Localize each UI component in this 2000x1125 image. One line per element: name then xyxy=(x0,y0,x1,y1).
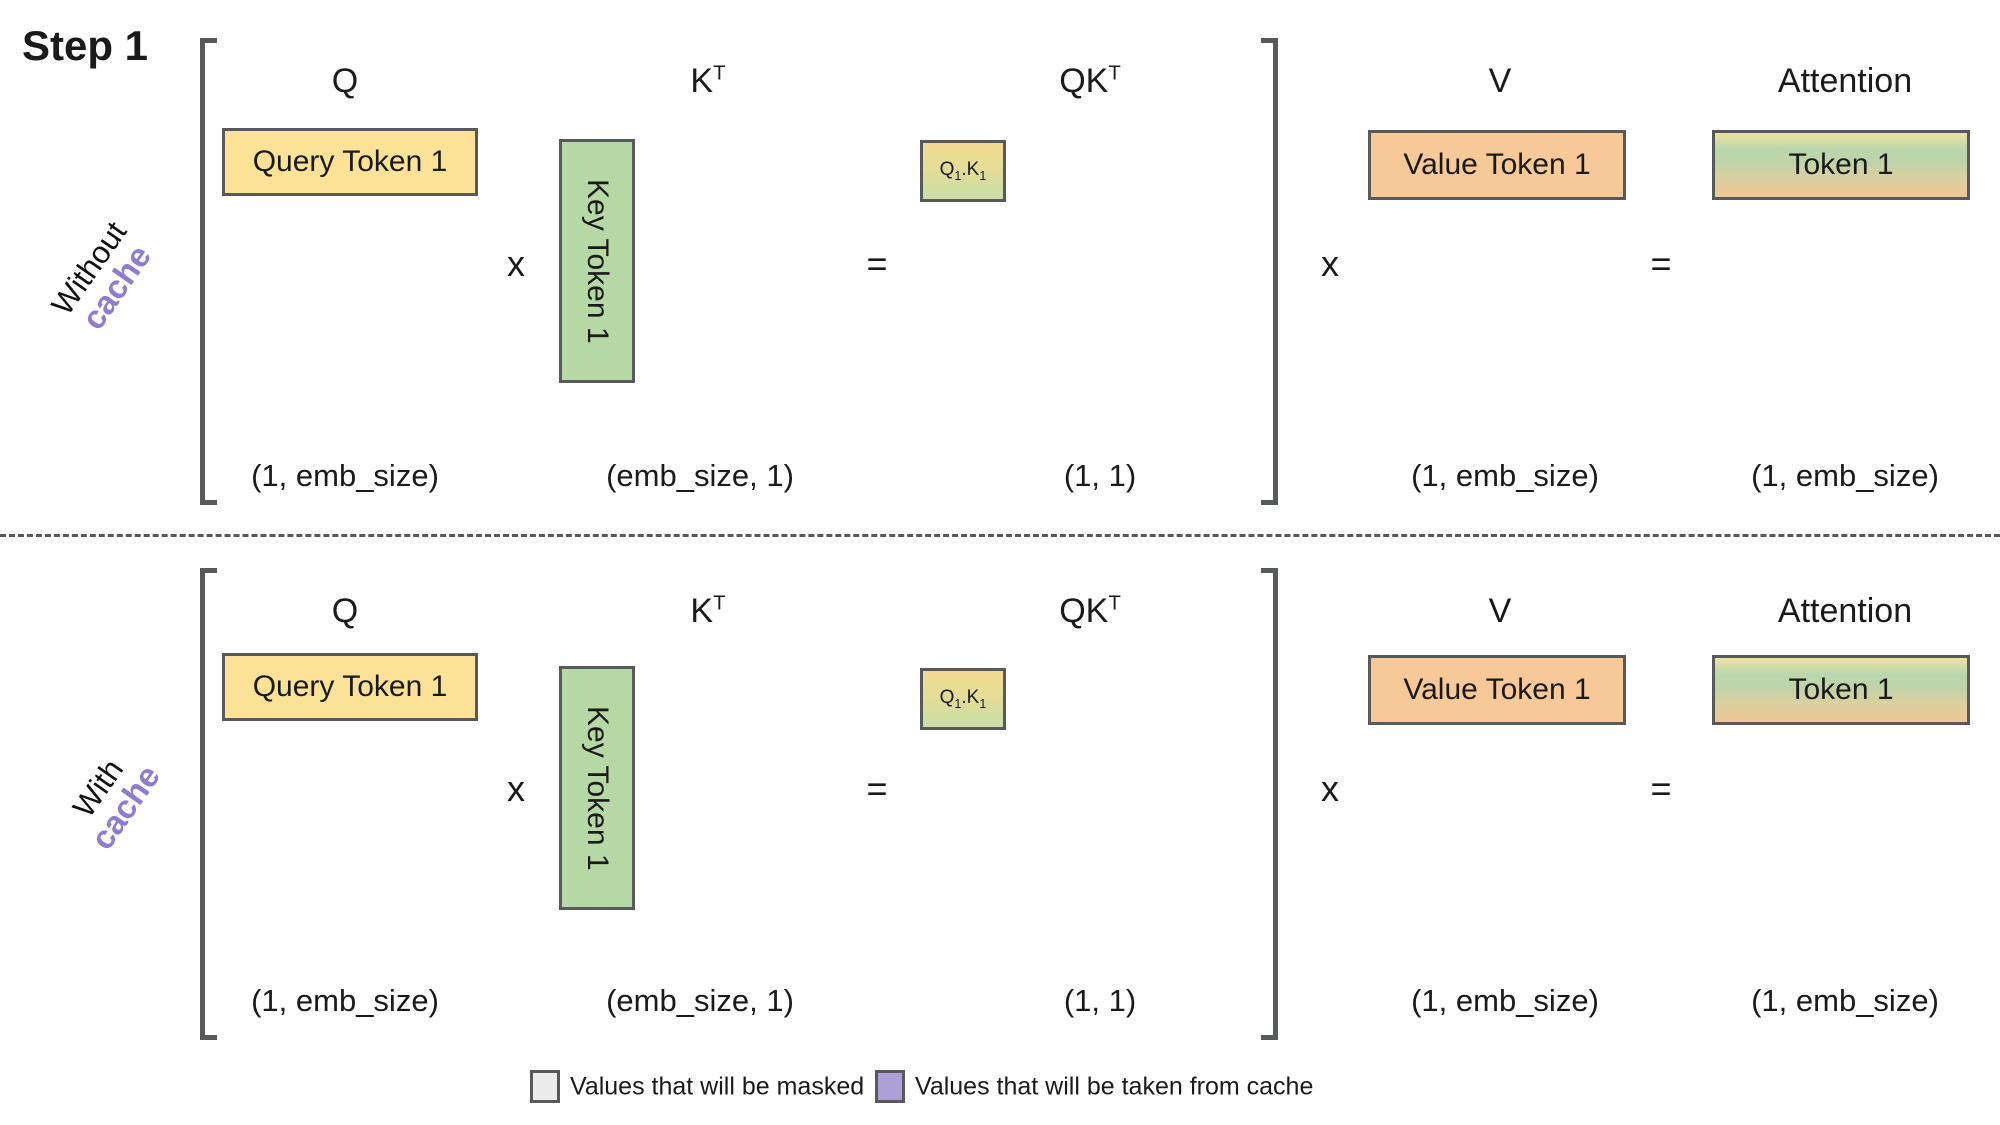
header-kt-row1: KT xyxy=(690,62,725,101)
header-kt-row2: KT xyxy=(690,592,726,630)
attention-token-label-row2: Token 1 xyxy=(1788,673,1894,706)
legend-masked-swatch xyxy=(530,1070,560,1103)
header-attention-row1: Attention xyxy=(1777,62,1913,100)
header-v-row1: V xyxy=(1488,62,1512,100)
dims-v-row1: (1, emb_size) xyxy=(1411,458,1599,493)
value-token-label-row1: Value Token 1 xyxy=(1403,148,1591,181)
dims-q-row2: (1, emb_size) xyxy=(251,983,439,1018)
step-title: Step 1 xyxy=(22,22,149,69)
dims-qk-row2: (1, 1) xyxy=(1063,983,1137,1018)
dims-k-row2: (emb_size, 1) xyxy=(606,983,794,1018)
legend-cache-label: Values that will be taken from cache xyxy=(915,1072,1314,1101)
equals-operator-2-row2: = xyxy=(1650,768,1672,809)
value-token-label-row2: Value Token 1 xyxy=(1403,673,1591,706)
dims-qk-row1: (1, 1) xyxy=(1063,458,1137,493)
dims-attn-row2: (1, emb_size) xyxy=(1751,983,1939,1018)
dims-k-row1: (emb_size, 1) xyxy=(606,458,794,493)
equals-operator-1-row2: = xyxy=(866,768,888,809)
attention-token-label-row1: Token 1 xyxy=(1788,148,1894,181)
attention-token-box-row2: Token 1 xyxy=(1712,655,1970,725)
value-token-box-row1: Value Token 1 xyxy=(1368,130,1626,200)
header-v-row2: V xyxy=(1488,592,1512,630)
left-bracket-row1 xyxy=(200,38,217,505)
qk-result-box-row1: Q1.K1 xyxy=(920,140,1006,202)
qk-result-label-row1: Q1.K1 xyxy=(939,159,987,183)
header-q-row2: Q xyxy=(331,592,359,630)
value-token-box-row2: Value Token 1 xyxy=(1368,655,1626,725)
header-qkt-row2: QKT xyxy=(1059,592,1121,630)
query-token-label-row2: Query Token 1 xyxy=(252,670,448,703)
query-token-box-row2: Query Token 1 xyxy=(222,653,478,721)
key-token-box-row2: Key Token 1 xyxy=(559,666,635,910)
header-kt-sup: T xyxy=(713,62,726,85)
right-bracket-row1 xyxy=(1261,38,1278,505)
key-token-label-row2: Key Token 1 xyxy=(581,705,614,871)
dims-v-row2: (1, emb_size) xyxy=(1411,983,1599,1018)
key-token-label-row1: Key Token 1 xyxy=(581,178,614,344)
header-q-row1: Q xyxy=(331,62,359,100)
query-token-label-row1: Query Token 1 xyxy=(252,145,448,178)
multiply-operator-1-row2: x xyxy=(507,768,525,809)
header-kt-base: K xyxy=(690,62,714,100)
legend-masked-label: Values that will be masked xyxy=(570,1072,865,1101)
attention-token-box-row1: Token 1 xyxy=(1712,130,1970,200)
dims-q-row1: (1, emb_size) xyxy=(251,458,439,493)
multiply-operator-1-row1: x xyxy=(507,243,525,284)
dashed-divider xyxy=(0,534,2000,537)
key-token-box-row1: Key Token 1 xyxy=(559,139,635,383)
row-label-with-cache: With cache xyxy=(58,741,167,856)
equals-operator-1-row1: = xyxy=(866,243,888,284)
qk-result-label-row2: Q1.K1 xyxy=(939,687,987,711)
left-bracket-row2 xyxy=(200,568,217,1040)
header-qkt-row1: QKT xyxy=(1059,62,1121,101)
multiply-operator-2-row2: x xyxy=(1321,768,1339,809)
header-attention-row2: Attention xyxy=(1777,592,1913,630)
dims-attn-row1: (1, emb_size) xyxy=(1751,458,1939,493)
equals-operator-2-row1: = xyxy=(1650,243,1672,284)
header-qkt-base: QK xyxy=(1059,62,1109,100)
right-bracket-row2 xyxy=(1261,568,1278,1040)
qk-result-box-row2: Q1.K1 xyxy=(920,668,1006,730)
header-qkt-sup: T xyxy=(1108,62,1121,85)
row-label-without-cache: Without cache xyxy=(44,215,160,340)
legend-cache-swatch xyxy=(875,1070,905,1103)
multiply-operator-2-row1: x xyxy=(1321,243,1339,284)
query-token-box-row1: Query Token 1 xyxy=(222,128,478,196)
